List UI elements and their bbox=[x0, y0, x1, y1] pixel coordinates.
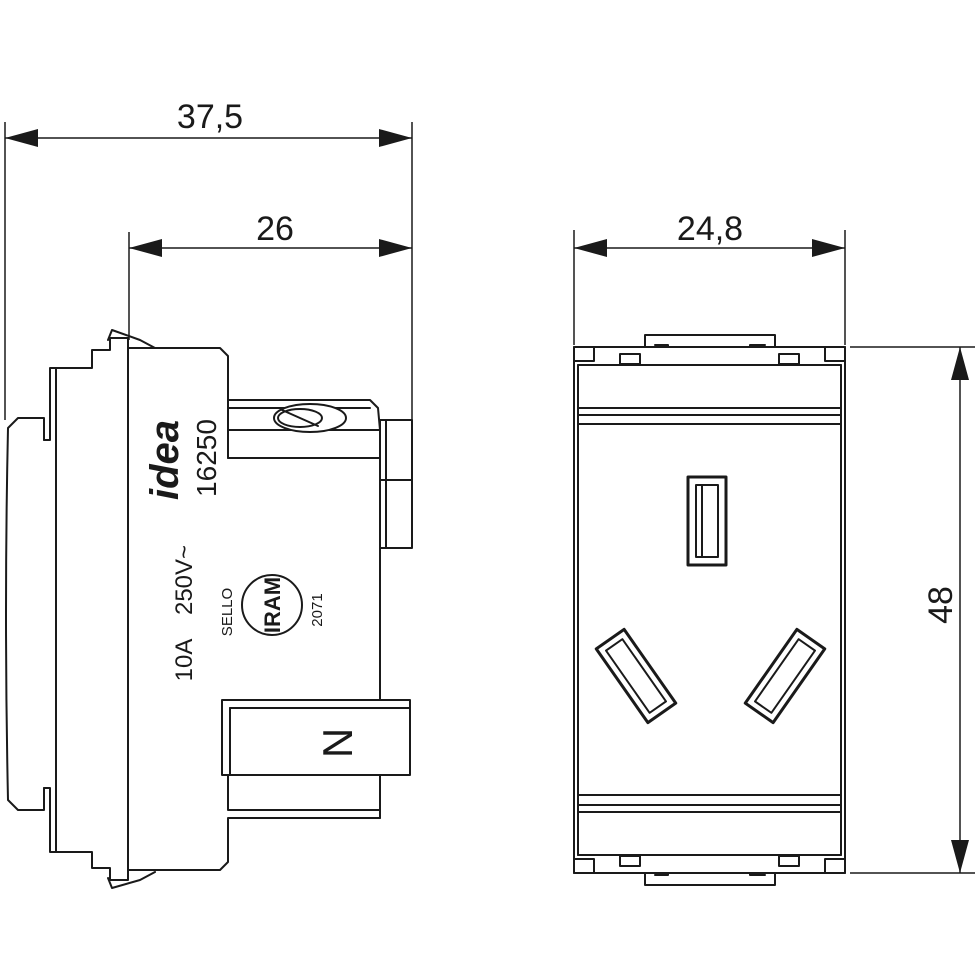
model-number: 16250 bbox=[191, 419, 222, 497]
front-view bbox=[573, 334, 846, 886]
side-main-body bbox=[127, 347, 381, 871]
side-neutral-terminal bbox=[221, 699, 411, 776]
side-bottom-tab bbox=[107, 871, 156, 889]
dimension-body-depth-label: 26 bbox=[256, 210, 294, 248]
dimension-front-width-label: 24,8 bbox=[677, 210, 743, 248]
side-faceplate bbox=[5, 417, 51, 811]
side-top-tab bbox=[107, 329, 156, 349]
dimension-front-width: 24,8 bbox=[573, 210, 846, 345]
rating-voltage: 250V~ bbox=[171, 545, 198, 615]
iram-seal-icon: IRAM SELLO 2071 bbox=[219, 574, 326, 636]
dimension-front-height: 48 bbox=[850, 346, 975, 874]
brand-logo: idea bbox=[143, 420, 187, 500]
dimension-body-depth: 26 bbox=[128, 210, 412, 340]
terminal-mark-n: N bbox=[314, 728, 361, 758]
side-view: N idea 16250 10A 250V~ IRAM SELLO 2071 bbox=[5, 329, 413, 889]
left-slot-icon bbox=[594, 627, 678, 725]
front-frame bbox=[573, 346, 846, 874]
earth-slot-icon bbox=[686, 475, 728, 567]
seal-logo: IRAM bbox=[260, 577, 285, 633]
terminal-screw-icon bbox=[273, 403, 347, 433]
right-slot-icon bbox=[743, 627, 827, 725]
dimension-front-height-label: 48 bbox=[922, 586, 960, 624]
rating-current: 10A bbox=[171, 639, 198, 682]
dimension-overall-depth: 37,5 bbox=[4, 98, 413, 420]
seal-left-label: SELLO bbox=[219, 588, 236, 636]
seal-right-label: 2071 bbox=[309, 593, 326, 626]
side-right-connector bbox=[379, 419, 413, 549]
dimension-overall-depth-label: 37,5 bbox=[177, 98, 243, 136]
